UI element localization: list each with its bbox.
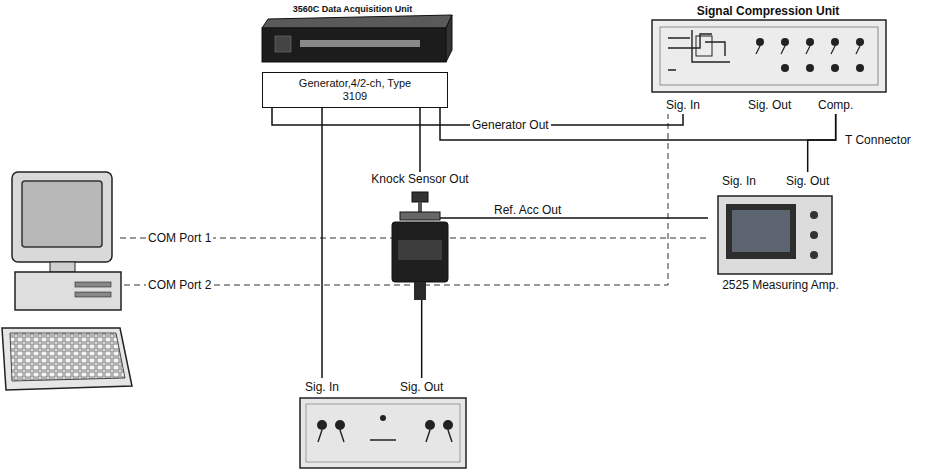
- power-amplifier-device: [380, 415, 386, 421]
- signal-compression-device: [781, 38, 789, 46]
- port-label: Sig. Out: [786, 174, 829, 188]
- power-amplifier-device: [335, 420, 345, 430]
- data-acquisition-device: [300, 40, 420, 47]
- power-amplifier-device: [300, 398, 466, 468]
- shaker-illustration: [392, 222, 448, 282]
- signal-compression-device: [806, 64, 814, 72]
- computer-illustration: [75, 292, 111, 297]
- cable-label: Generator Out: [470, 118, 551, 132]
- measuring-amplifier-device: [810, 231, 818, 239]
- shaker-unit: Knock Sensor Out: [360, 172, 480, 300]
- measuring-amplifier-device: [718, 196, 832, 274]
- signal-compression-device: [696, 36, 712, 56]
- device-heading: Signal Compression Unit: [697, 4, 840, 18]
- port-name: COM Port 2: [146, 278, 213, 292]
- device-heading: 3560C Data Acquisition Unit: [293, 4, 413, 15]
- data-acquisition-device: [262, 28, 446, 62]
- power-amplifier: Sig. In Sig. Out: [290, 378, 475, 470]
- signal-compression-device: [756, 38, 764, 46]
- port-label: 2525 Measuring Amp.: [722, 278, 839, 292]
- computer-illustration: [10, 333, 125, 381]
- signal-compression-device: [652, 20, 886, 92]
- cable-label: Ref. Acc Out: [492, 203, 563, 217]
- shaker-illustration: [398, 240, 442, 260]
- signal-cable: [808, 114, 836, 172]
- device-heading: Knock Sensor Out: [371, 172, 468, 186]
- signal-cable: [421, 300, 423, 378]
- cable-label: T Connector: [843, 133, 913, 147]
- signal-compression-device: [806, 38, 814, 46]
- measuring-amplifier-device: [810, 251, 818, 259]
- signal-compression-device: [652, 20, 886, 92]
- signal-compression-device: [668, 30, 730, 70]
- data-acquisition-device: [446, 15, 452, 62]
- signal-compression-unit: Signal Compression UnitSig. In Sig. Out Co…: [648, 2, 888, 114]
- power-amplifier-device: [317, 420, 327, 430]
- power-amplifier-device: [300, 398, 466, 468]
- signal-compression-device: [856, 64, 864, 72]
- computer-illustration: [12, 172, 112, 262]
- measuring-amplifier: Sig. In Sig. Out 2525 Measuring Amp.: [708, 172, 853, 297]
- measuring-amplifier-device: [718, 196, 832, 274]
- shaker-illustration: [414, 282, 426, 300]
- data-acquisition-unit: 3560C Data Acquisition Unit: [255, 2, 450, 70]
- port-label: Generator,4/2-ch, Type 3109: [295, 77, 415, 103]
- signal-cable: [321, 108, 323, 378]
- port-label: Sig. In: [722, 174, 756, 188]
- computer-illustration: [2, 172, 132, 390]
- computer-illustration: [50, 262, 75, 272]
- signal-cable: [440, 108, 836, 140]
- port-name: COM Port 1: [146, 231, 213, 245]
- measuring-amplifier-device: [732, 210, 790, 252]
- shaker-illustration: [392, 192, 480, 300]
- computer-illustration: [75, 282, 111, 287]
- data-acquisition-device: [262, 15, 452, 28]
- shaker-illustration: [440, 217, 480, 219]
- port-label: Sig. Out: [748, 98, 791, 112]
- shaker-illustration: [400, 212, 440, 220]
- shaker-illustration: [418, 202, 422, 212]
- signal-compression-device: [781, 64, 789, 72]
- data-acquisition-device: [275, 36, 291, 52]
- measuring-amplifier-device: [726, 204, 796, 259]
- port-label: Comp.: [818, 98, 853, 112]
- signal-compression-device: [756, 46, 860, 54]
- port-label: Sig. Out: [400, 380, 443, 394]
- data-acquisition-device: [262, 15, 452, 62]
- measuring-amplifier-device: [810, 211, 818, 219]
- signal-compression-device: [856, 38, 864, 46]
- computer-illustration: [2, 328, 132, 390]
- power-amplifier-device: [306, 404, 460, 462]
- computer-illustration: [22, 181, 102, 247]
- power-amplifier-device: [443, 420, 453, 430]
- signal-cable: [419, 108, 421, 172]
- power-amplifier-device: [318, 430, 452, 442]
- generator-box: Generator,4/2-ch, Type 3109: [262, 72, 448, 108]
- port-label: Sig. In: [666, 98, 700, 112]
- signal-compression-device: [831, 64, 839, 72]
- port-label: Sig. In: [305, 380, 339, 394]
- shaker-illustration: [412, 192, 428, 202]
- power-amplifier-device: [425, 420, 435, 430]
- signal-cable: [480, 217, 708, 219]
- signal-compression-device: [660, 27, 878, 85]
- computer-illustration: [15, 272, 121, 310]
- signal-compression-device: [831, 38, 839, 46]
